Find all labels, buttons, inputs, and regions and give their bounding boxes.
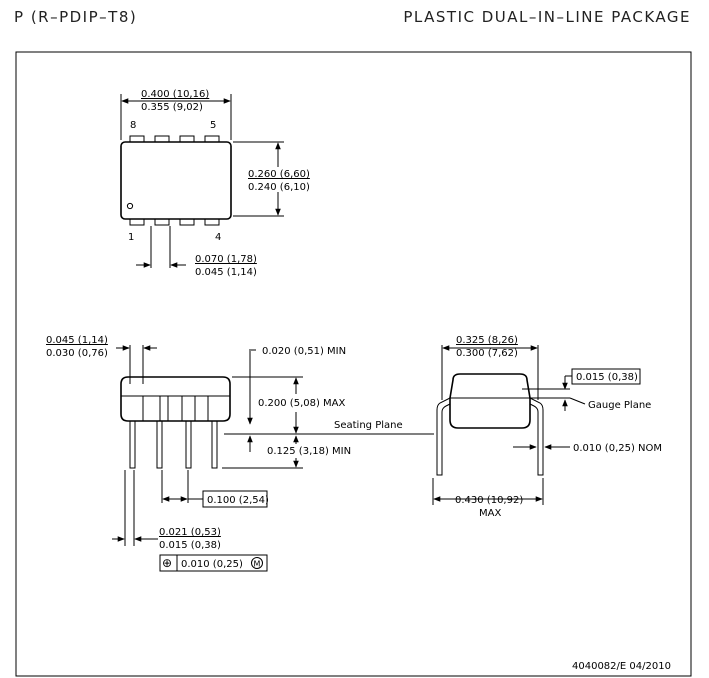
gauge-plane-label: Gauge Plane: [588, 400, 651, 411]
package-code: P (R–PDIP–T8): [14, 8, 138, 26]
top-view-body: [120, 141, 232, 220]
side-view-body: [120, 376, 231, 422]
top-view: 8 5 1 4 0.400 (10,16) 0.355 (9,02) 0.260…: [120, 89, 310, 278]
drawing-frame: [15, 51, 692, 677]
position-tolerance-frame: ⊕ 0.010 (0,25) M: [159, 554, 268, 572]
pitch-box: [202, 490, 268, 508]
pin-8-label: 8: [130, 120, 136, 131]
end-view-lead-right: [529, 397, 544, 476]
top-height-max: 0.260 (6,60): [248, 169, 310, 180]
lead-thickness: 0.010 (0,25) NOM: [573, 443, 662, 454]
spread-max: 0.430 (10,92): [455, 495, 523, 506]
endlead-min: 0.030 (0,76): [46, 348, 108, 359]
doc-id: 4040082/E 04/2010: [572, 661, 671, 672]
endlead-max: 0.045 (1,14): [46, 335, 108, 346]
mmc-icon: [251, 557, 263, 569]
body-height-max: 0.200 (5,08) MAX: [258, 398, 346, 409]
side-view: 0.045 (1,14) 0.030 (0,76) 0.020 (0,51) M…: [46, 335, 434, 572]
lead-thk-min: 0.015 (0,38): [159, 540, 221, 551]
lead-pitch: 0.100 (2,54): [207, 495, 269, 506]
package-name: PLASTIC DUAL–IN–LINE PACKAGE: [403, 8, 691, 26]
lead-length-min: 0.125 (3,18) MIN: [267, 446, 351, 457]
pin-5-label: 5: [210, 120, 216, 131]
lead-width-max: 0.070 (1,78): [195, 254, 257, 265]
position-tolerance: 0.010 (0,25): [181, 559, 243, 570]
gauge-dimension: 0.015 (0,38): [576, 372, 638, 383]
top-width-max: 0.400 (10,16): [141, 89, 209, 100]
pin1-indicator: [126, 202, 134, 210]
bottom-leads: [129, 219, 220, 226]
top-height-min: 0.240 (6,10): [248, 182, 310, 193]
end-view-lead-left: [436, 397, 451, 476]
mmc-symbol: M: [254, 560, 261, 569]
end-view-body: [449, 373, 531, 429]
pin-4-label: 4: [215, 232, 221, 243]
seating-plane-label: Seating Plane: [334, 420, 403, 431]
row-spacing-max: 0.325 (8,26): [456, 335, 518, 346]
standoff-min: 0.020 (0,51) MIN: [262, 346, 346, 357]
top-width-min: 0.355 (9,02): [141, 102, 203, 113]
top-leads: [129, 135, 220, 142]
position-symbol: ⊕: [162, 556, 172, 570]
row-spacing-min: 0.300 (7,62): [456, 348, 518, 359]
side-leads: [129, 396, 218, 469]
lead-thk-max: 0.021 (0,53): [159, 527, 221, 538]
spread-max-suffix: MAX: [479, 508, 501, 519]
pin-1-label: 1: [128, 232, 134, 243]
lead-width-min: 0.045 (1,14): [195, 267, 257, 278]
end-view: 0.325 (8,26) 0.300 (7,62) 0.015 (0,38) G…: [432, 335, 662, 519]
